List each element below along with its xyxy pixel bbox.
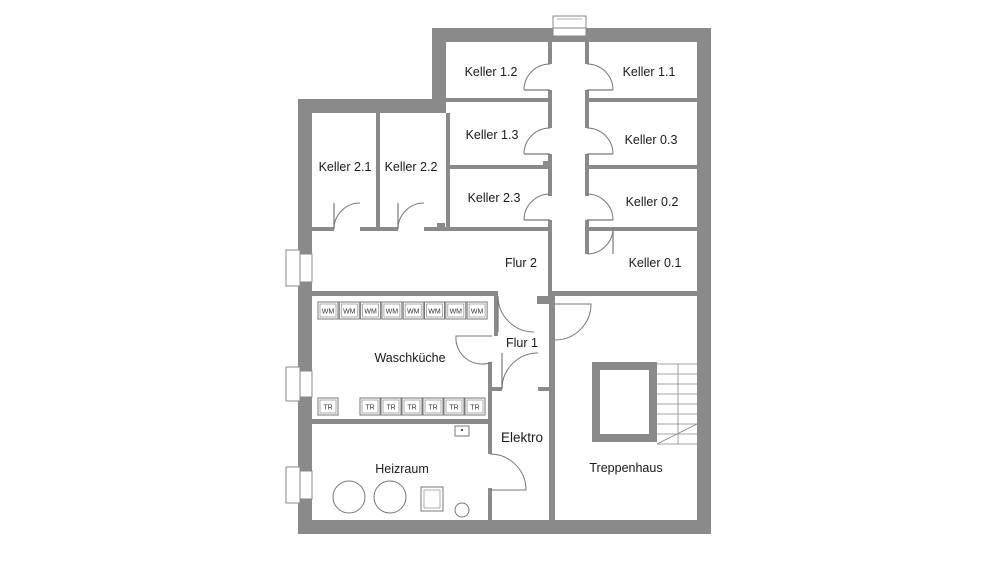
window-left-1 (285, 249, 313, 287)
washing-machines: WM WM WM WM WM WM WM WM (317, 301, 488, 320)
washing-machine-label: WM (386, 309, 399, 316)
dryer: TR (422, 397, 444, 416)
room-label-keller-2-2: Keller 2.2 (385, 160, 438, 174)
boiler-tank-2 (373, 480, 407, 514)
door-waschkueche (455, 335, 493, 365)
dryer-label: TR (365, 405, 374, 412)
door-elektro (501, 352, 539, 390)
washing-machine: WM (338, 301, 360, 320)
dryer-label: TR (428, 405, 437, 412)
room-label-flur-2: Flur 2 (505, 256, 537, 270)
washing-machine-label: WM (364, 309, 377, 316)
washing-machine: WM (466, 301, 488, 320)
room-label-waschkueche: Waschküche (374, 351, 445, 365)
dryer-label: TR (449, 405, 458, 412)
washing-machine: WM (402, 301, 424, 320)
staircase (592, 362, 698, 445)
window-left-3 (285, 466, 313, 504)
washing-machine: WM (424, 301, 445, 320)
door-keller-2-2 (397, 202, 425, 230)
washing-machine-label: WM (407, 309, 420, 316)
washing-machine: WM (381, 301, 403, 320)
door-keller-0-3 (586, 127, 614, 155)
dryer-label: TR (407, 405, 416, 412)
dryer: TR (401, 397, 423, 416)
dryer: TR (359, 397, 381, 416)
dryer: TR (317, 397, 339, 416)
heater-unit (420, 486, 444, 512)
windows (285, 15, 587, 504)
room-label-flur-1: Flur 1 (506, 336, 538, 350)
doors (333, 63, 614, 491)
room-label-keller-0-3: Keller 0.3 (625, 133, 678, 147)
washing-machine: WM (360, 301, 382, 320)
outer-walls (298, 28, 711, 534)
room-label-keller-1-1: Keller 1.1 (623, 65, 676, 79)
door-flur-2-right (554, 303, 592, 341)
door-keller-2-3 (523, 193, 551, 221)
partition-walls (312, 42, 697, 520)
washing-machine: WM (317, 301, 339, 320)
dryer: TR (464, 397, 486, 416)
washing-machine-label: WM (322, 309, 335, 316)
dryer: TR (380, 397, 402, 416)
door-flur-2-left (497, 295, 535, 333)
washing-machine-label: WM (343, 309, 356, 316)
room-label-keller-0-2: Keller 0.2 (626, 195, 679, 209)
room-label-keller-0-1: Keller 0.1 (629, 256, 682, 270)
window-left-2 (285, 366, 313, 402)
dryers: TR TR TR TR TR TR TR (317, 397, 486, 416)
room-label-keller-1-2: Keller 1.2 (465, 65, 518, 79)
room-label-treppenhaus: Treppenhaus (589, 461, 662, 475)
dryer-label: TR (386, 405, 395, 412)
dryer-label: TR (323, 405, 332, 412)
washing-machine-label: WM (471, 309, 484, 316)
door-keller-1-1 (586, 63, 614, 91)
room-label-heizraum: Heizraum (375, 462, 429, 476)
door-keller-0-1 (586, 227, 614, 255)
washing-machine-label: WM (428, 309, 441, 316)
window-top (552, 15, 587, 37)
washing-machine: WM (445, 301, 467, 320)
door-heizraum (489, 453, 527, 491)
door-keller-1-3 (523, 127, 551, 155)
washing-machine-label: WM (450, 309, 463, 316)
dryer-label: TR (470, 405, 479, 412)
room-label-elektro: Elektro (501, 430, 543, 445)
boiler-tank-1 (332, 480, 366, 514)
door-keller-1-2 (523, 63, 551, 91)
door-keller-0-2 (586, 193, 614, 221)
heating-fixtures (332, 425, 470, 518)
small-tank (454, 502, 470, 518)
room-labels: Keller 1.2 Keller 1.1 Keller 1.3 Keller … (319, 65, 682, 476)
dryer: TR (443, 397, 465, 416)
room-label-keller-2-3: Keller 2.3 (468, 191, 521, 205)
room-label-keller-1-3: Keller 1.3 (466, 128, 519, 142)
door-keller-2-1 (333, 202, 361, 230)
room-label-keller-2-1: Keller 2.1 (319, 160, 372, 174)
